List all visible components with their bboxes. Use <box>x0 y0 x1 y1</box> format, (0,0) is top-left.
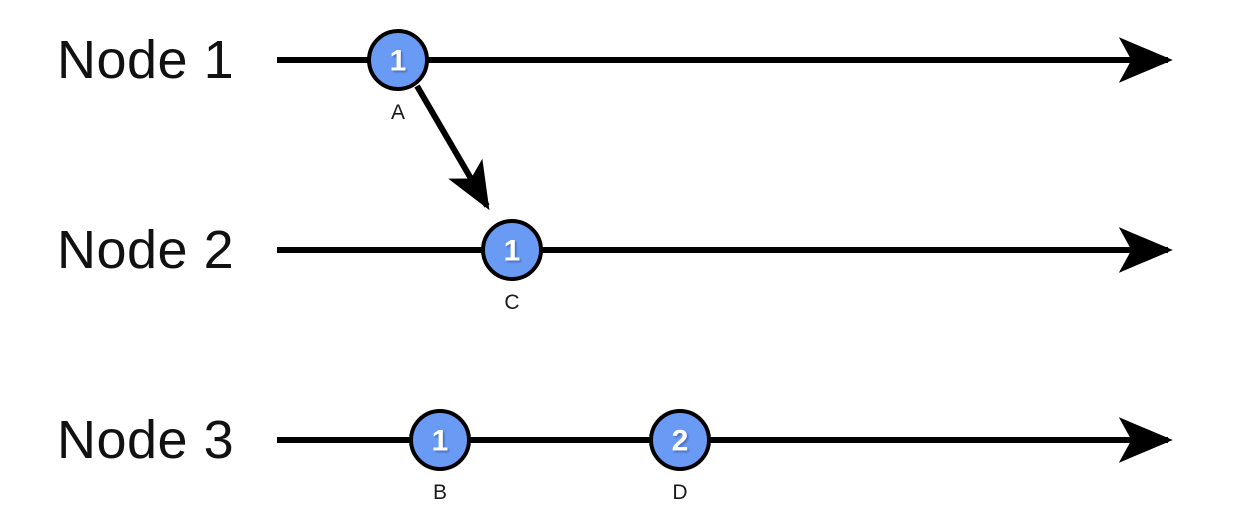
event-circle-B[interactable] <box>409 409 471 471</box>
event-value-C: 1 <box>504 235 521 268</box>
event-caption-B: B <box>433 481 447 504</box>
event-node-A[interactable]: 1 A <box>367 29 429 124</box>
timeline-label-node-2: Node 2 <box>57 220 234 280</box>
event-circle-C[interactable] <box>481 219 543 281</box>
event-node-C[interactable]: 1 C <box>481 219 543 314</box>
timeline-node-3: Node 3 1 B 2 D <box>57 409 1173 504</box>
event-circle-D[interactable] <box>649 409 711 471</box>
timeline-node-1: Node 1 1 A <box>57 29 1173 124</box>
event-value-B: 1 <box>432 425 449 458</box>
timeline-label-node-1: Node 1 <box>57 30 234 90</box>
timeline-node-2: Node 2 1 C <box>57 219 1173 314</box>
event-caption-D: D <box>672 481 687 504</box>
event-circle-A[interactable] <box>367 29 429 91</box>
event-caption-A: A <box>391 101 405 124</box>
message-arrow-line <box>414 84 490 211</box>
event-caption-C: C <box>504 291 519 314</box>
timeline-label-node-3: Node 3 <box>57 410 234 470</box>
event-node-B[interactable]: 1 B <box>409 409 471 504</box>
event-value-A: 1 <box>390 45 407 78</box>
event-node-D[interactable]: 2 D <box>649 409 711 504</box>
message-arrow-a-to-c <box>414 84 490 211</box>
event-value-D: 2 <box>672 425 689 458</box>
